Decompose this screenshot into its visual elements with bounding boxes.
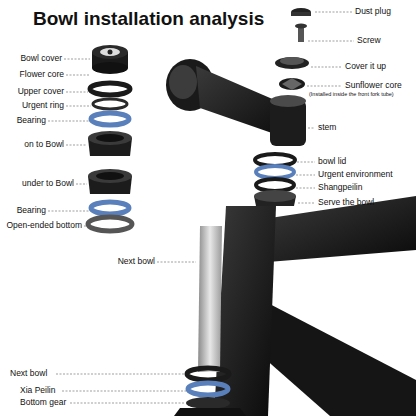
part-label: Next bowl: [118, 257, 155, 266]
part-label: Cover it up: [345, 62, 386, 71]
part-label: Sunflower core: [345, 81, 402, 90]
part-label: under to Bowl: [22, 179, 74, 188]
title: Bowl installation analysis: [33, 9, 264, 29]
part-label: Flower core: [20, 70, 64, 79]
part-label: Next bowl: [10, 369, 47, 378]
part-label: Screw: [357, 36, 381, 45]
part-label: bowl lid: [318, 157, 346, 166]
part-label: on to Bowl: [24, 140, 64, 149]
part-label: Xia Peilin: [20, 386, 55, 395]
part-label: Bearing: [17, 116, 46, 125]
part-label: Upper cover: [18, 87, 64, 96]
part-label: Urgent ring: [22, 101, 64, 110]
part-label: (Installed inside the front fork tube): [309, 92, 394, 98]
part-label: Open-ended bottom: [6, 221, 82, 230]
part-label: Urgent environment: [318, 170, 393, 179]
part-label: Shangpeilin: [318, 183, 362, 192]
part-label: Bearing: [17, 206, 46, 215]
part-label: Serve the bowl: [318, 198, 374, 207]
part-label: Bottom gear: [20, 398, 66, 407]
part-label: Dust plug: [355, 7, 391, 16]
part-label: stem: [318, 123, 336, 132]
part-label: Bowl cover: [20, 54, 62, 63]
